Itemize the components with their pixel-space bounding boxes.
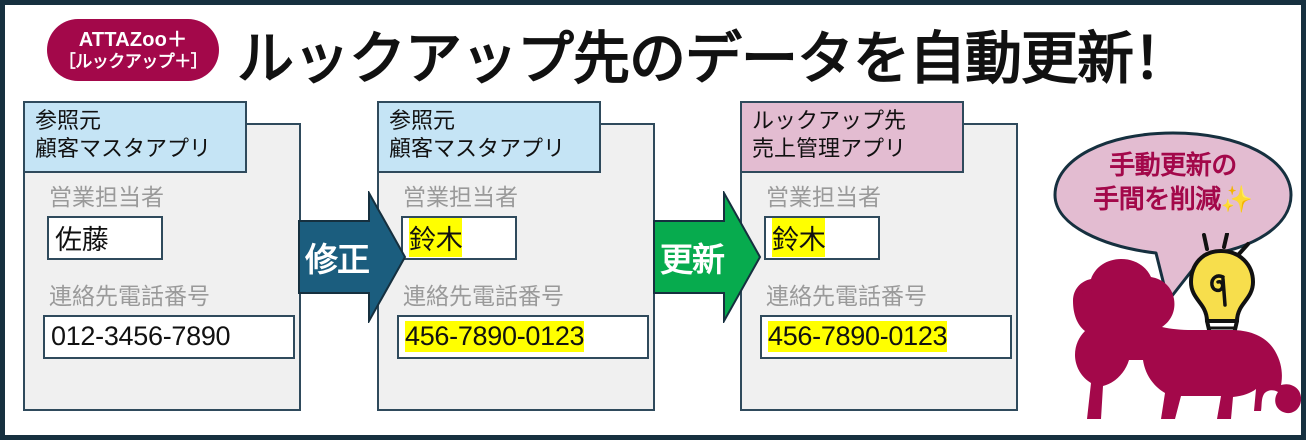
- field-input-phone[interactable]: 012-3456-7890: [43, 314, 295, 359]
- bulb-rays-icon: [1202, 233, 1250, 256]
- field-value-sales-rep: 鈴木: [409, 218, 463, 258]
- card-header-role: 参照元: [389, 108, 456, 133]
- field-value-sales-rep: 佐藤: [55, 225, 109, 256]
- lion-icon: [1073, 259, 1301, 419]
- field-value-phone: 456-7890-0123: [768, 321, 948, 352]
- field-label-sales-rep: 営業担当者: [49, 184, 164, 210]
- field-label-sales-rep: 営業担当者: [403, 184, 518, 210]
- card-body: 営業担当者 鈴木 連絡先電話番号 456-7890-0123: [742, 177, 1016, 359]
- badge-product-name: ATTAZoo＋: [78, 29, 188, 52]
- field-label-phone: 連絡先電話番号: [766, 282, 927, 309]
- card-header-role: ルックアップ先: [752, 108, 907, 133]
- badge-feature-name: ［ルックアップ＋］: [58, 51, 208, 71]
- field-value-phone: 012-3456-7890: [51, 321, 231, 351]
- card-header: 参照元 顧客マスタアプリ: [377, 101, 601, 173]
- card-header: 参照元 顧客マスタアプリ: [23, 101, 247, 173]
- field-input-sales-rep[interactable]: 鈴木: [764, 215, 880, 260]
- field-label-phone: 連絡先電話番号: [403, 282, 564, 309]
- card-body: 営業担当者 鈴木 連絡先電話番号 456-7890-0123: [379, 177, 653, 359]
- field-label-phone: 連絡先電話番号: [49, 282, 210, 309]
- field-value-phone: 456-7890-0123: [405, 321, 585, 352]
- card-header-role: 参照元: [35, 108, 102, 133]
- field-input-sales-rep[interactable]: 佐藤: [47, 215, 163, 260]
- product-badge: ATTAZoo＋ ［ルックアップ＋］: [47, 19, 219, 81]
- card-header-appname: 顧客マスタアプリ: [389, 136, 566, 162]
- app-card-lookup-target: ルックアップ先 売上管理アプリ 営業担当者 鈴木 連絡先電話番号 456-789…: [740, 101, 1018, 411]
- card-header-appname: 顧客マスタアプリ: [35, 136, 212, 162]
- card-body: 営業担当者 佐藤 連絡先電話番号 012-3456-7890: [25, 177, 299, 359]
- field-input-phone[interactable]: 456-7890-0123: [397, 314, 649, 359]
- field-value-sales-rep: 鈴木: [772, 218, 826, 258]
- card-header-appname: 売上管理アプリ: [752, 136, 907, 162]
- field-input-phone[interactable]: 456-7890-0123: [760, 314, 1012, 359]
- arrow-fix-icon: 修正: [295, 191, 407, 323]
- app-card-source-updated: 参照元 顧客マスタアプリ 営業担当者 鈴木 連絡先電話番号 456-7890-0…: [377, 101, 655, 411]
- field-label-sales-rep: 営業担当者: [766, 184, 881, 210]
- page-title: ルックアップ先のデータを自動更新！: [237, 27, 1190, 91]
- card-header: ルックアップ先 売上管理アプリ: [740, 101, 964, 173]
- arrow-update-icon: 更新: [650, 191, 762, 323]
- mascot-group: [1055, 233, 1301, 433]
- field-input-sales-rep[interactable]: 鈴木: [401, 215, 517, 260]
- app-card-source-original: 参照元 顧客マスタアプリ 営業担当者 佐藤 連絡先電話番号 012-3456-7…: [23, 101, 301, 411]
